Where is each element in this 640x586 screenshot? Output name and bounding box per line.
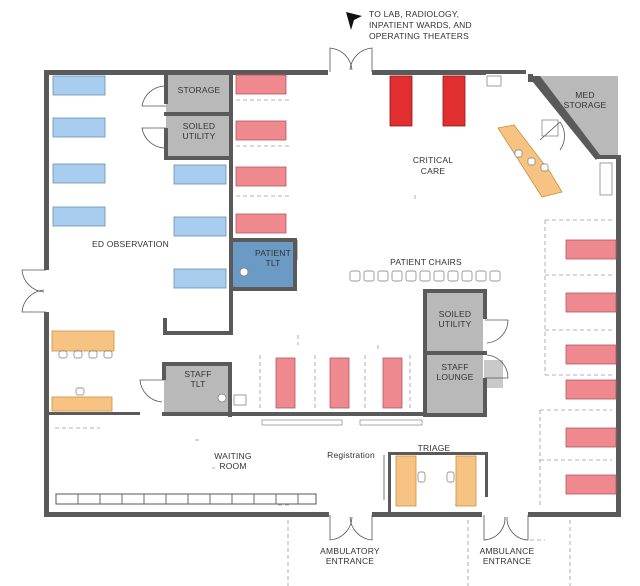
med-storage-label-2: STORAGE bbox=[564, 100, 607, 110]
soiled-utility-left-label-2: UTILITY bbox=[182, 131, 215, 141]
patient-toilet-room bbox=[233, 242, 295, 289]
critical-care-label-2: CARE bbox=[421, 166, 446, 176]
waiting-room-label-2: ROOM bbox=[219, 461, 246, 471]
treatment-bed bbox=[565, 379, 617, 400]
treatment-beds bbox=[235, 74, 617, 495]
triage-desk-left bbox=[395, 455, 417, 507]
treatment-bed bbox=[235, 74, 287, 95]
soiled-utility-room-right bbox=[427, 293, 483, 351]
doors bbox=[21, 47, 565, 541]
soiled-utility-left-label-1: SOILED bbox=[183, 121, 215, 131]
triage-desk-right bbox=[455, 455, 477, 507]
ambulatory-entrance-label-1: AMBULATORY bbox=[320, 546, 380, 556]
walls bbox=[44, 70, 621, 517]
staff-lounge-room bbox=[427, 355, 483, 413]
critical-bed bbox=[389, 75, 413, 127]
curtain-lines bbox=[55, 99, 612, 586]
corridor-wedge bbox=[484, 360, 503, 388]
registration-label: Registration bbox=[327, 450, 375, 460]
waiting-room-label-1: WAITING bbox=[214, 451, 251, 461]
treatment-bed bbox=[275, 357, 296, 409]
obs-nurse-counter bbox=[51, 330, 115, 352]
storage-label: STORAGE bbox=[178, 85, 221, 95]
treatment-bed bbox=[565, 292, 617, 313]
ed-observation-label: ED OBSERVATION bbox=[92, 239, 169, 249]
patient-tlt-label-1: PATIENT bbox=[255, 248, 291, 258]
treatment-bed bbox=[565, 344, 617, 365]
observation-bed bbox=[173, 216, 227, 237]
treatment-bed bbox=[565, 474, 617, 495]
observation-bed bbox=[52, 117, 106, 138]
reception-desk bbox=[51, 396, 113, 412]
patient-tlt-label-2: TLT bbox=[265, 258, 280, 268]
directions-line-1: TO LAB, RADIOLOGY, bbox=[369, 9, 459, 19]
observation-bed bbox=[52, 163, 106, 184]
treatment-bed bbox=[329, 357, 350, 409]
ambulance-entrance-label-2: ENTRANCE bbox=[483, 556, 531, 566]
ambulance-entrance-label-1: AMBULANCE bbox=[480, 546, 535, 556]
critical-bed bbox=[442, 75, 466, 127]
ed-observation-beds bbox=[52, 75, 227, 289]
treatment-bed bbox=[565, 239, 617, 260]
support-rooms bbox=[164, 75, 618, 414]
room-labels: TO LAB, RADIOLOGY, INPATIENT WARDS, AND … bbox=[92, 9, 607, 566]
patient-chairs-label: PATIENT CHAIRS bbox=[390, 257, 462, 267]
staff-toilet-room bbox=[164, 366, 230, 414]
treatment-bed bbox=[382, 357, 403, 409]
staff-lounge-label-2: LOUNGE bbox=[436, 372, 473, 382]
observation-bed bbox=[52, 206, 106, 227]
treatment-bed bbox=[235, 213, 287, 234]
observation-bed bbox=[52, 75, 106, 96]
med-storage-label-1: MED bbox=[575, 90, 595, 100]
soiled-utility-right-label-1: SOILED bbox=[439, 309, 471, 319]
soiled-utility-room-left bbox=[166, 116, 230, 158]
staff-tlt-label-1: STAFF bbox=[184, 369, 211, 379]
treatment-bed bbox=[235, 120, 287, 141]
observation-bed bbox=[173, 164, 227, 185]
treatment-bed bbox=[235, 166, 287, 187]
directions-line-2: INPATIENT WARDS, AND bbox=[369, 20, 472, 30]
treatment-bed bbox=[565, 427, 617, 448]
staff-tlt-label-2: TLT bbox=[190, 379, 205, 389]
soiled-utility-right-label-2: UTILITY bbox=[438, 319, 471, 329]
storage-room bbox=[166, 75, 230, 113]
critical-care-label-1: CRITICAL bbox=[413, 155, 453, 165]
directions-line-3: OPERATING THEATERS bbox=[369, 31, 469, 41]
waiting-benches bbox=[55, 493, 317, 505]
chairs-and-fixtures bbox=[58, 75, 613, 483]
critical-care-beds bbox=[389, 75, 466, 127]
staff-lounge-label-1: STAFF bbox=[441, 362, 468, 372]
direction-arrow-icon bbox=[346, 12, 362, 30]
observation-bed bbox=[173, 268, 227, 289]
ambulatory-entrance-label-2: ENTRANCE bbox=[326, 556, 374, 566]
triage-label: TRIAGE bbox=[418, 443, 451, 453]
